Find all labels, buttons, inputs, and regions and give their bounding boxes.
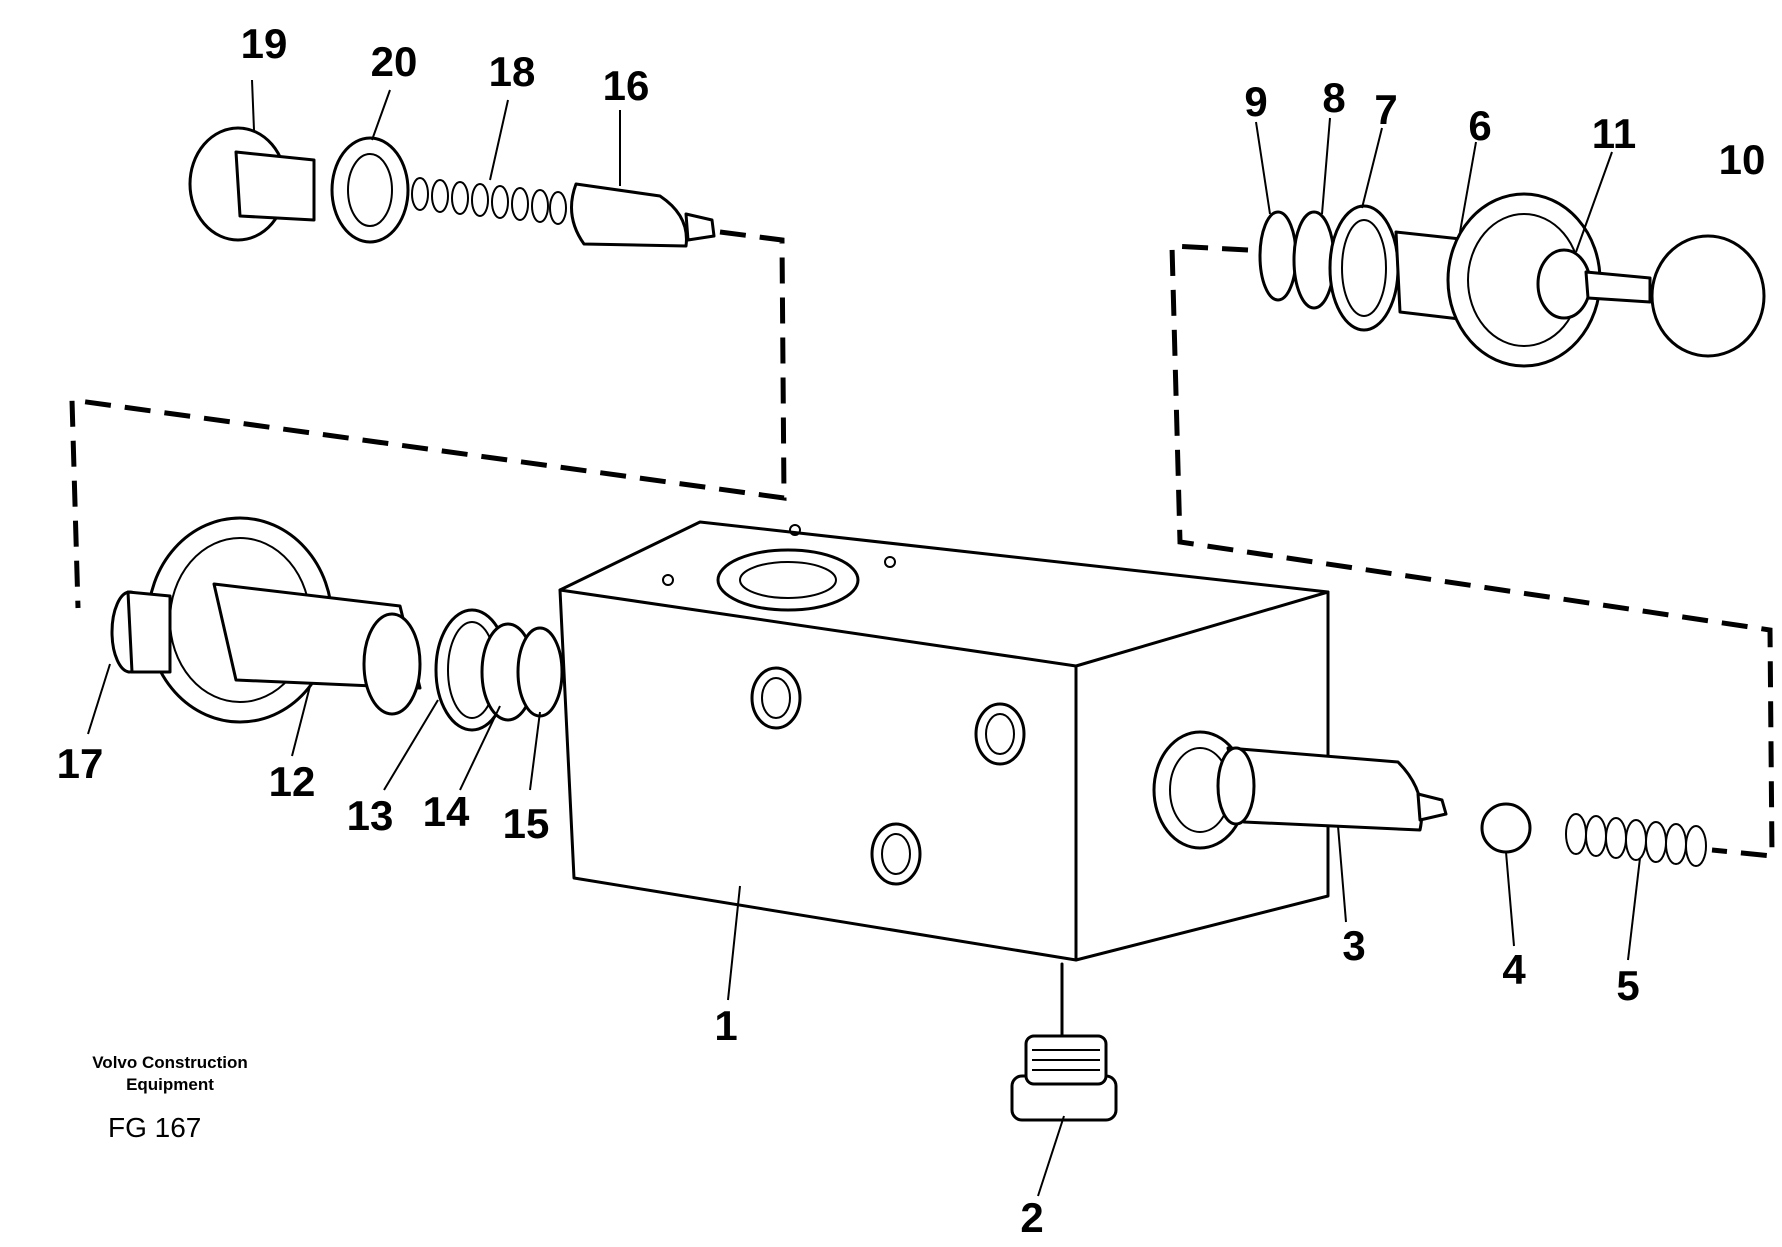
callout-1: 1 bbox=[714, 1002, 737, 1049]
callout-4: 4 bbox=[1502, 946, 1526, 993]
callout-6: 6 bbox=[1468, 102, 1491, 149]
callout-14: 14 bbox=[423, 788, 470, 835]
leader-lines bbox=[87, 79, 1641, 1197]
callout-10: 10 bbox=[1719, 136, 1766, 183]
spring-5 bbox=[1565, 813, 1707, 867]
callout-5: 5 bbox=[1616, 962, 1639, 1009]
callout-3: 3 bbox=[1342, 922, 1365, 969]
manufacturer-line-1: Volvo Construction bbox=[92, 1053, 248, 1072]
manufacturer-caption: Volvo Construction Equipment bbox=[70, 1052, 270, 1096]
check-valve-parts bbox=[1216, 746, 1707, 867]
callout-13: 13 bbox=[347, 792, 394, 839]
relief-cartridge-left bbox=[110, 516, 564, 732]
callout-numbers: 1 2 3 4 5 6 7 8 9 10 11 12 13 14 15 16 1… bbox=[57, 20, 1766, 1241]
callout-17: 17 bbox=[57, 740, 104, 787]
spring-18 bbox=[411, 177, 567, 225]
callout-7: 7 bbox=[1374, 86, 1397, 133]
callout-15: 15 bbox=[503, 800, 550, 847]
callout-18: 18 bbox=[489, 48, 536, 95]
callout-16: 16 bbox=[603, 62, 650, 109]
callout-19: 19 bbox=[241, 20, 288, 67]
callout-8: 8 bbox=[1322, 74, 1345, 121]
pilot-parts-top-right bbox=[1258, 192, 1766, 368]
callout-12: 12 bbox=[269, 758, 316, 805]
callout-9: 9 bbox=[1244, 78, 1267, 125]
callout-20: 20 bbox=[371, 38, 418, 85]
callout-11: 11 bbox=[1592, 110, 1636, 157]
pilot-parts-top-left bbox=[188, 126, 716, 248]
callout-2: 2 bbox=[1020, 1194, 1043, 1241]
figure-code: FG 167 bbox=[108, 1112, 202, 1143]
manufacturer-line-2: Equipment bbox=[126, 1075, 214, 1094]
valve-block bbox=[558, 520, 1330, 962]
drain-plug bbox=[1010, 962, 1118, 1122]
assembly-guide-lines bbox=[69, 229, 1775, 859]
